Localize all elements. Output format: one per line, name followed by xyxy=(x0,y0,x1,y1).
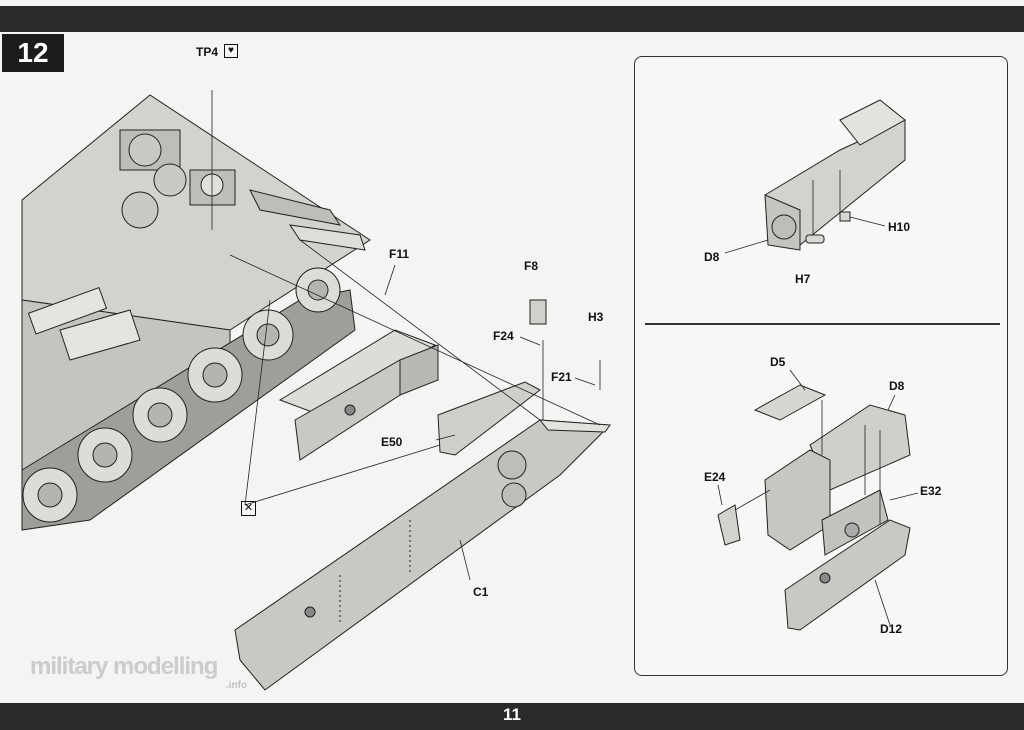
inset-divider xyxy=(645,323,1000,325)
label-bottom-d8: D8 xyxy=(889,379,905,393)
label-f11: F11 xyxy=(389,247,410,261)
label-e24: E24 xyxy=(704,470,726,484)
label-top-d8: D8 xyxy=(704,250,720,264)
watermark-sub: .info xyxy=(226,680,248,691)
part-e50-top xyxy=(278,329,437,416)
part-side-plate xyxy=(437,381,541,456)
page-number: 11 xyxy=(503,705,521,724)
label-h7: H7 xyxy=(795,272,811,286)
top-band xyxy=(0,6,1024,32)
step-number: 12 xyxy=(2,34,64,72)
watermark-text: military modelling xyxy=(30,653,218,680)
label-f8: F8 xyxy=(524,259,539,273)
heart-icon: ♥ xyxy=(224,44,238,58)
label-h10: H10 xyxy=(888,220,911,234)
label-e50: E50 xyxy=(381,435,403,449)
no-glue-icon: ✕ xyxy=(241,501,256,516)
label-f24: F24 xyxy=(493,329,514,343)
label-tp4: TP4 xyxy=(196,45,219,59)
label-c1: C1 xyxy=(473,585,489,599)
label-e32: E32 xyxy=(920,484,942,498)
label-d12: D12 xyxy=(880,622,903,636)
label-h3: H3 xyxy=(588,310,604,324)
label-f21: F21 xyxy=(551,370,572,384)
bottom-band xyxy=(0,703,1024,730)
label-d5: D5 xyxy=(770,355,786,369)
